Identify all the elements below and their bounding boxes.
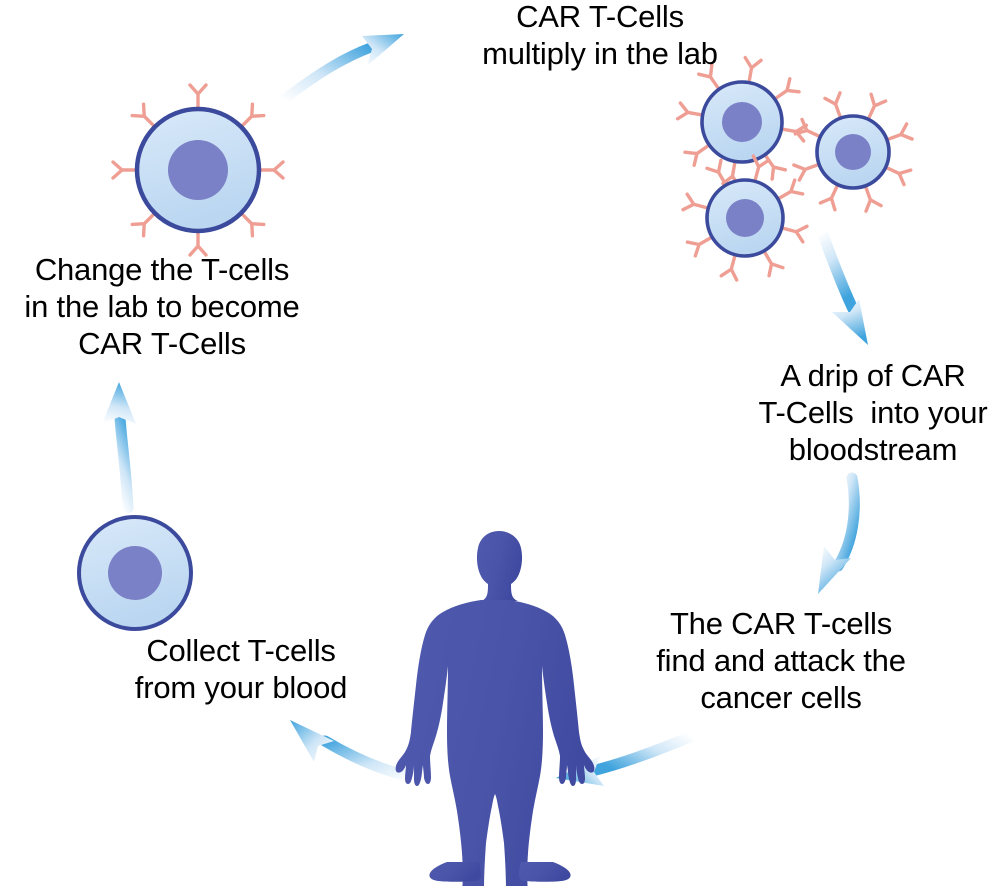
step-label-collect-line1: Collect T-cells [146, 633, 336, 668]
step-label-change-line1: Change the T-cells [34, 252, 290, 287]
car-t-cell-multiplied-2 [792, 91, 914, 213]
plain-t-cell [77, 515, 193, 631]
step-label-multiply-line2: multiply in the lab [482, 36, 718, 71]
car-t-cell-multiplied-1 [675, 55, 809, 189]
step-label-drip-line3: bloodstream [788, 432, 958, 467]
step-label-change-line2: in the lab to become [24, 289, 300, 324]
multiplied-car-t-cells [675, 55, 914, 282]
step-label-drip-line2: T-Cells into your [758, 395, 988, 430]
step-label-drip-line1: A drip of CAR [780, 358, 966, 393]
arrow-collect-to-change [102, 382, 136, 514]
step-label-attack-line2: find and attack the [656, 643, 906, 678]
arrow-multiply-to-drip [816, 226, 868, 345]
arrow-drip-to-attack [818, 472, 860, 594]
step-label-attack-line3: cancer cells [700, 680, 862, 715]
patient-silhouette [395, 531, 595, 886]
step-label-collect-line2: from your blood [134, 670, 348, 705]
car-t-cell-multiplied-3 [681, 154, 809, 282]
step-label-multiply-line1: CAR T-Cells [516, 0, 684, 34]
car-t-cell-large [111, 83, 285, 257]
step-label-change-line3: CAR T-Cells [78, 326, 246, 361]
arrow-change-to-multiply [278, 34, 404, 105]
step-label-attack-line1: The CAR T-cells [669, 606, 893, 641]
